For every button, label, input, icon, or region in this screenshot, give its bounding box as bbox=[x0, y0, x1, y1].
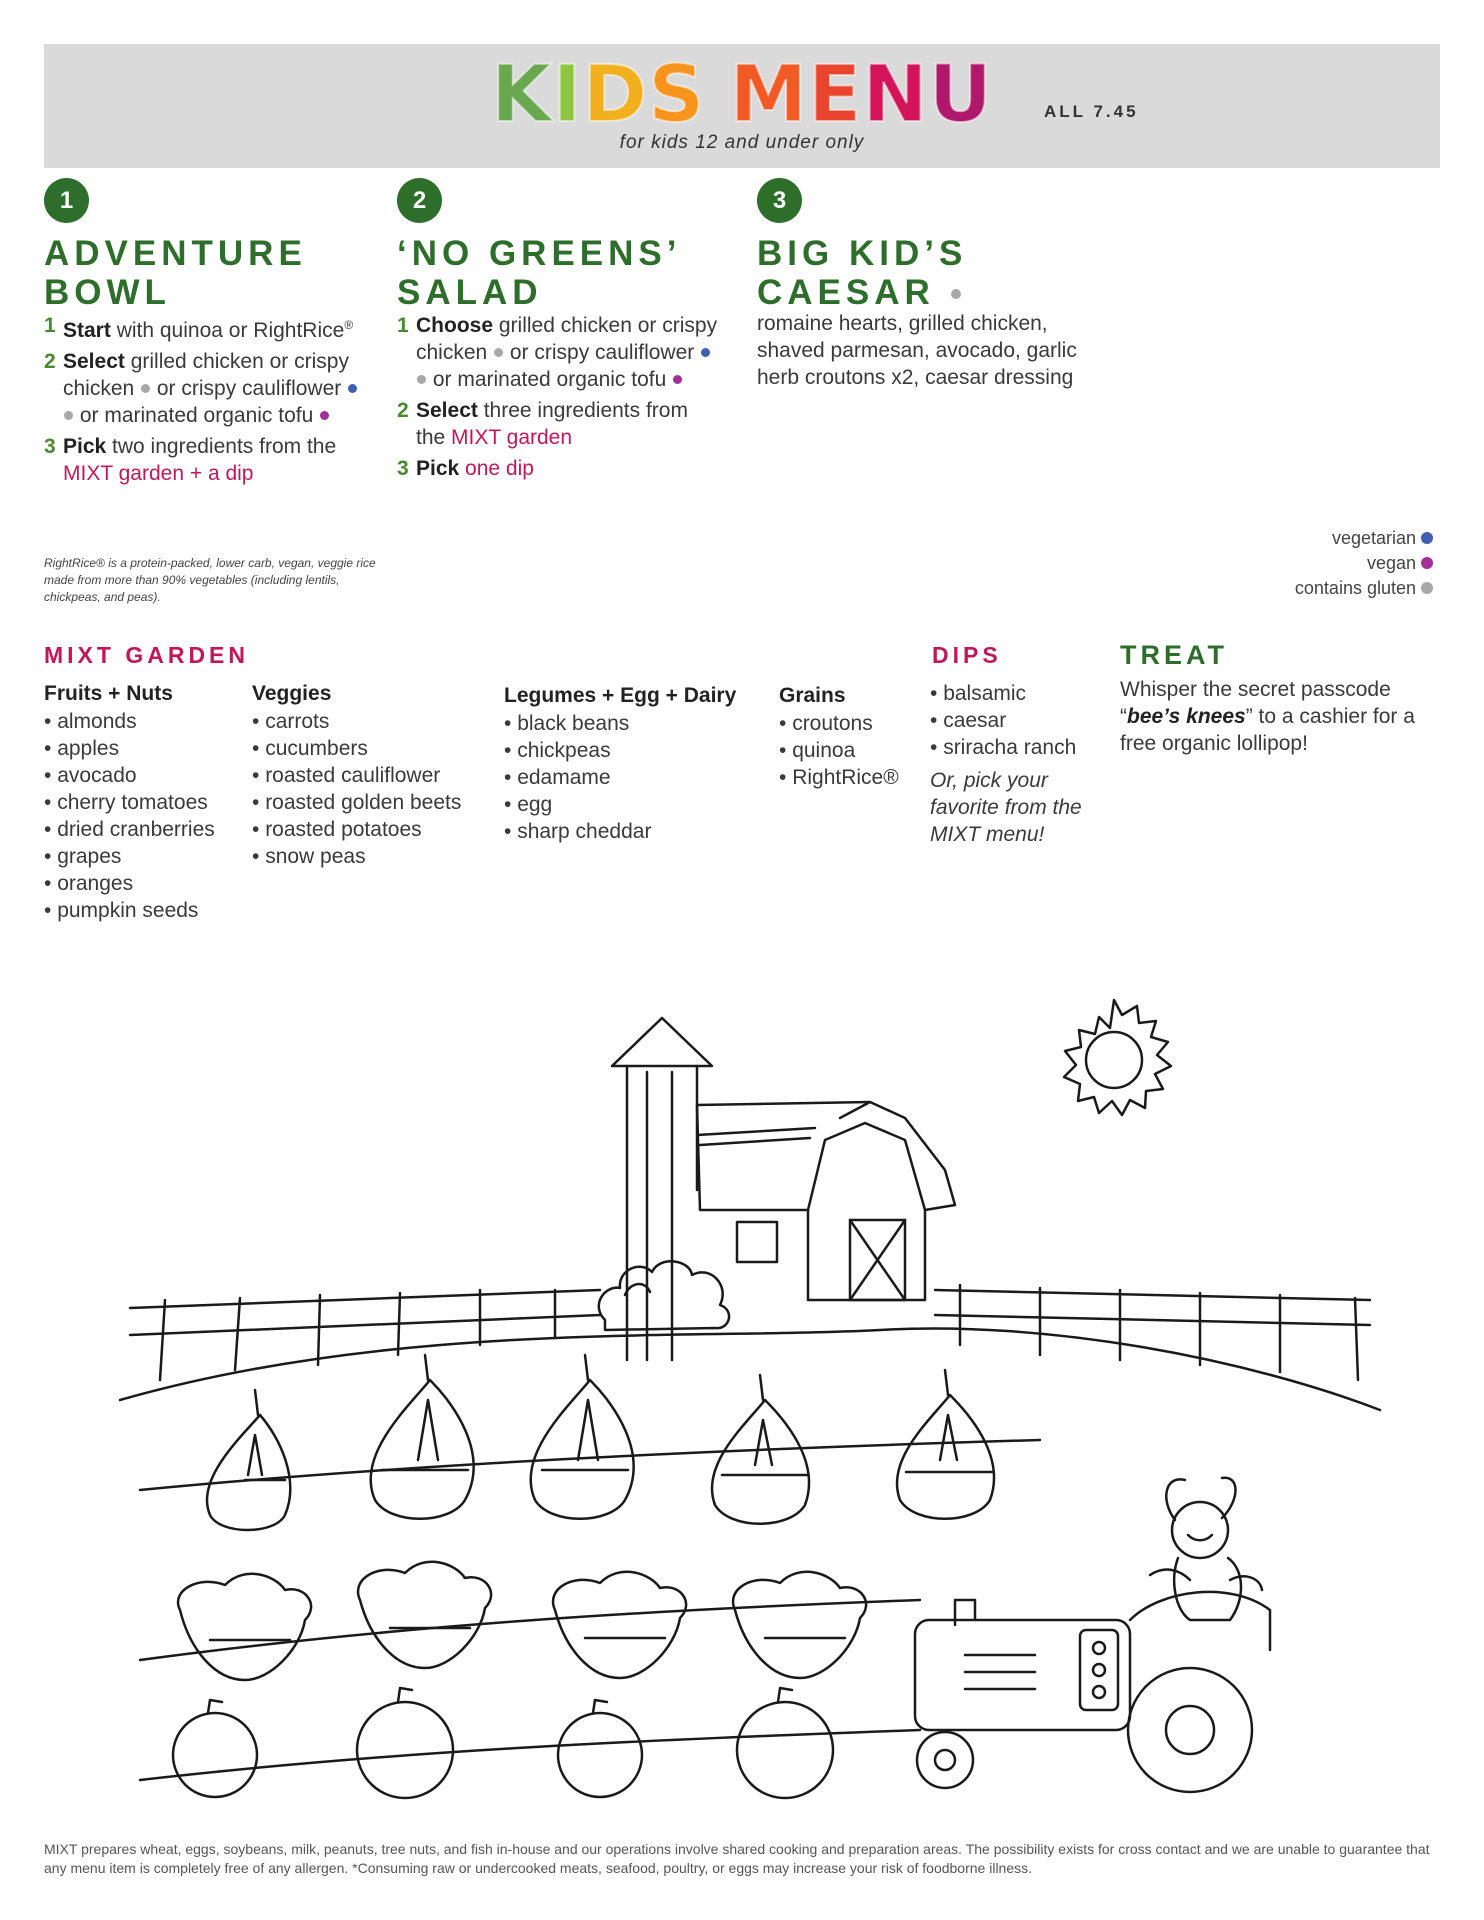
title-letter: N bbox=[861, 50, 929, 140]
section-number-badge: 2 bbox=[397, 178, 442, 223]
garden-column: Fruits + Nuts almondsapplesavocadocherry… bbox=[44, 680, 244, 924]
gluten-dot bbox=[950, 288, 961, 299]
vegan-dot bbox=[1421, 557, 1433, 570]
list-item: apples bbox=[44, 735, 244, 762]
gluten-dot bbox=[64, 410, 73, 420]
section-title-adventure-bowl: ADVENTURE BOWL bbox=[44, 234, 307, 312]
section-number-badge: 1 bbox=[44, 178, 89, 223]
title-letter: M bbox=[728, 50, 809, 140]
legend-item: contains gluten bbox=[1295, 576, 1434, 601]
list-item: roasted cauliflower bbox=[252, 762, 492, 789]
gluten-dot bbox=[494, 347, 504, 357]
list-item: edamame bbox=[504, 764, 774, 791]
list-item: grapes bbox=[44, 843, 244, 870]
silo-drawing bbox=[610, 1016, 714, 1362]
garden-list: almondsapplesavocadocherry tomatoesdried… bbox=[44, 708, 244, 924]
list-item: roasted potatoes bbox=[252, 816, 492, 843]
list-item: cucumbers bbox=[252, 735, 492, 762]
list-item: dried cranberries bbox=[44, 816, 244, 843]
list-item: sriracha ranch bbox=[930, 734, 1110, 761]
bunny-drawing bbox=[1148, 1476, 1264, 1622]
title-letter: D bbox=[582, 50, 649, 140]
list-item: chickpeas bbox=[504, 737, 774, 764]
garden-column: Veggies carrotscucumbersroasted cauliflo… bbox=[252, 680, 492, 870]
title-letter: U bbox=[928, 50, 993, 140]
list-item: cherry tomatoes bbox=[44, 789, 244, 816]
legend-item: vegan bbox=[1295, 551, 1434, 576]
fence-drawing bbox=[118, 1283, 1382, 1412]
list-item: RightRice® bbox=[779, 764, 929, 791]
garden-column: Grains croutonsquinoaRightRice® bbox=[779, 682, 929, 791]
list-item: croutons bbox=[779, 710, 929, 737]
legend-item: vegetarian bbox=[1295, 526, 1434, 551]
gluten-dot bbox=[141, 383, 151, 393]
tomato-row-drawing bbox=[138, 1686, 922, 1800]
garden-list: carrotscucumbersroasted cauliflowerroast… bbox=[252, 708, 492, 870]
garden-list: croutonsquinoaRightRice® bbox=[779, 710, 929, 791]
farm-coloring-illustration bbox=[118, 998, 1382, 1800]
onion-row-drawing bbox=[138, 1353, 1042, 1532]
garden-list: black beanschickpeasedamameeggsharp ched… bbox=[504, 710, 774, 845]
diet-legend: vegetarian vegan contains gluten bbox=[1295, 526, 1434, 601]
vegan-dot bbox=[320, 410, 330, 420]
title-letter: I bbox=[551, 50, 583, 140]
list-item: oranges bbox=[44, 870, 244, 897]
vegetarian-dot bbox=[348, 383, 358, 393]
dips-list: balsamiccaesarsriracha ranch bbox=[930, 680, 1110, 761]
list-item: avocado bbox=[44, 762, 244, 789]
list-item: roasted golden beets bbox=[252, 789, 492, 816]
allergen-disclaimer: MIXT prepares wheat, eggs, soybeans, mil… bbox=[44, 1841, 1430, 1876]
menu-price: ALL 7.45 bbox=[1044, 102, 1139, 121]
big-kids-caesar-description: romaine hearts, grilled chicken, shaved … bbox=[757, 312, 1077, 389]
list-item: snow peas bbox=[252, 843, 492, 870]
dips-heading: DIPS bbox=[932, 642, 1002, 668]
gluten-dot bbox=[417, 374, 426, 384]
list-item: black beans bbox=[504, 710, 774, 737]
list-item: quinoa bbox=[779, 737, 929, 764]
title-letter: S bbox=[647, 50, 706, 140]
barn-drawing bbox=[695, 1100, 957, 1302]
list-item: sharp cheddar bbox=[504, 818, 774, 845]
list-item: egg bbox=[504, 791, 774, 818]
list-item: pumpkin seeds bbox=[44, 897, 244, 924]
vegetarian-dot bbox=[701, 347, 711, 357]
vegan-dot bbox=[673, 374, 683, 384]
rightrice-footnote: RightRice® is a protein-packed, lower ca… bbox=[44, 556, 376, 604]
title-letter: K bbox=[490, 50, 553, 140]
section-number-badge: 3 bbox=[757, 178, 802, 223]
list-item: balsamic bbox=[930, 680, 1110, 707]
section-title-no-greens-salad: ‘NO GREENS’ SALAD bbox=[397, 234, 682, 312]
title-letter: E bbox=[807, 50, 863, 140]
dips-column: balsamiccaesarsriracha ranch Or, pick yo… bbox=[930, 680, 1110, 848]
tractor-drawing bbox=[913, 1590, 1272, 1794]
treat-heading: TREAT bbox=[1120, 640, 1228, 670]
vegetarian-dot bbox=[1421, 532, 1433, 545]
list-item: carrots bbox=[252, 708, 492, 735]
section-title-big-kids-caesar: BIG KID’S CAESAR bbox=[757, 234, 968, 312]
sun-drawing bbox=[1062, 998, 1173, 1117]
gluten-dot bbox=[1421, 582, 1433, 595]
list-item: caesar bbox=[930, 707, 1110, 734]
dips-note: Or, pick your favorite from the MIXT men… bbox=[930, 769, 1082, 846]
menu-subtitle: for kids 12 and under only bbox=[619, 132, 865, 153]
list-item: almonds bbox=[44, 708, 244, 735]
garden-column: Legumes + Egg + Dairy black beanschickpe… bbox=[504, 682, 774, 845]
treat-text: Whisper the secret passcode “bee’s knees… bbox=[1120, 678, 1415, 755]
mixt-garden-heading: MIXT GARDEN bbox=[44, 642, 249, 668]
lettuce-row-drawing bbox=[138, 1560, 922, 1682]
bush-drawing bbox=[597, 1260, 731, 1332]
